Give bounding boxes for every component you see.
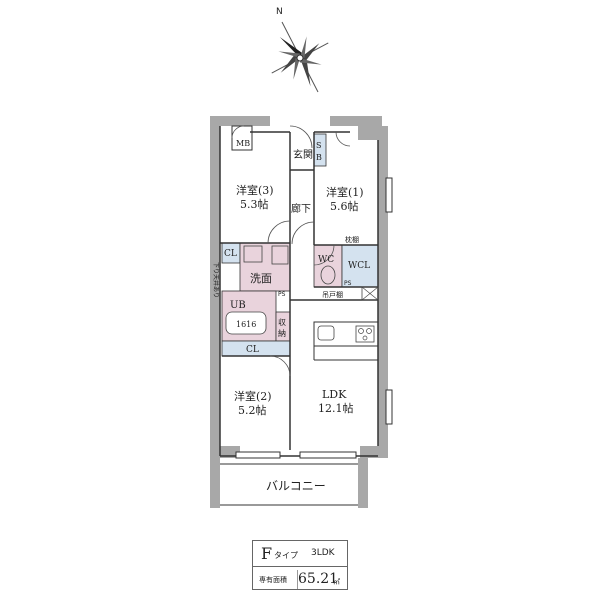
- senmen-zone: [239, 242, 291, 292]
- toilet-icon: [320, 265, 336, 285]
- cl-left-label: CL: [224, 249, 237, 259]
- bathtub-icon: [225, 311, 267, 335]
- tsuritodana-label: 吊戸棚: [322, 290, 343, 299]
- compass-icon: N: [271, 7, 329, 93]
- youshitsu3-size: 5.3帖: [240, 198, 269, 211]
- youshitsu1-name: 洋室(1): [326, 185, 364, 199]
- windows: [235, 177, 393, 459]
- area-label: 専有面積: [259, 576, 287, 584]
- ps-left-label: PS: [278, 291, 286, 298]
- balcony-label: バルコニー: [266, 479, 326, 493]
- spec-area-row: 専有面積 65.21 ㎡: [253, 567, 347, 591]
- washbasin-icon: [271, 245, 289, 265]
- senmen-label: 洗面: [250, 272, 272, 285]
- youshitsu2-size: 5.2帖: [238, 404, 267, 417]
- area-unit: ㎡: [333, 578, 340, 586]
- shuno-label-2: 納: [278, 328, 286, 338]
- ub-label: UB: [230, 300, 246, 311]
- exterior-walls: [210, 116, 388, 508]
- ldk-size: 12.1帖: [318, 402, 354, 415]
- makura-label: 枕棚: [345, 235, 359, 244]
- washer-icon: [243, 245, 263, 263]
- rouka-label: 廊下: [291, 202, 311, 215]
- spec-box: F タイプ 3LDK 専有面積 65.21 ㎡: [252, 540, 348, 590]
- wc-label: WC: [318, 255, 334, 265]
- ps-right-label: PS: [344, 280, 352, 287]
- layout-label: 3LDK: [311, 548, 335, 558]
- youshitsu2-name: 洋室(2): [234, 389, 272, 403]
- sagari-label: 下り天井あり: [212, 262, 220, 298]
- wcl-label: WCL: [348, 261, 370, 271]
- sb-s-label: S: [316, 141, 321, 150]
- genkan-label: 玄関: [293, 148, 313, 161]
- type-letter: F: [261, 544, 273, 563]
- mb-label: MB: [236, 139, 250, 148]
- type-suffix: タイプ: [274, 551, 298, 560]
- spec-type-row: F タイプ 3LDK: [253, 541, 347, 567]
- compass-north-label: N: [276, 7, 283, 17]
- door-swings: [231, 125, 351, 377]
- sb-b-label: B: [316, 153, 322, 162]
- shuno-label-1: 収: [278, 317, 286, 327]
- area-divider: [297, 570, 298, 589]
- ldk-name: LDK: [322, 388, 347, 401]
- ub-size-label: 1616: [236, 320, 256, 329]
- area-value: 65.21: [298, 571, 339, 587]
- youshitsu1-size: 5.6帖: [330, 200, 359, 213]
- kitchen-fixtures: [317, 325, 375, 343]
- youshitsu3-name: 洋室(3): [236, 183, 274, 197]
- cl-bottom-label: CL: [246, 345, 259, 355]
